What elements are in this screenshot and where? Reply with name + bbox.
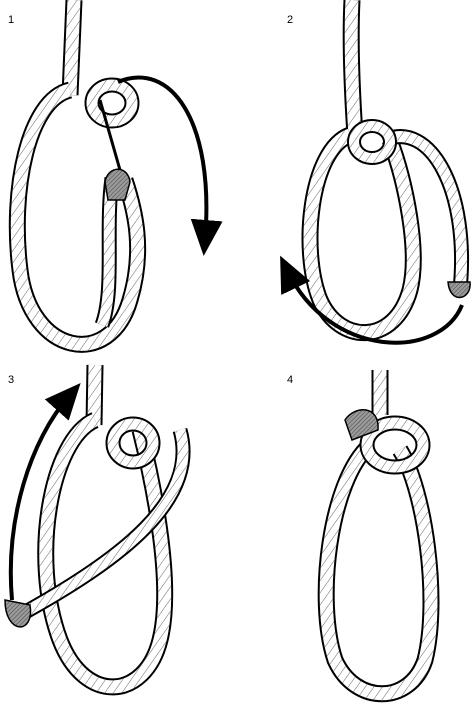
step-4-rope [326,370,431,694]
step-2-rope [310,0,470,333]
step-3-rope [5,365,183,687]
step-1-rope [17,0,137,344]
